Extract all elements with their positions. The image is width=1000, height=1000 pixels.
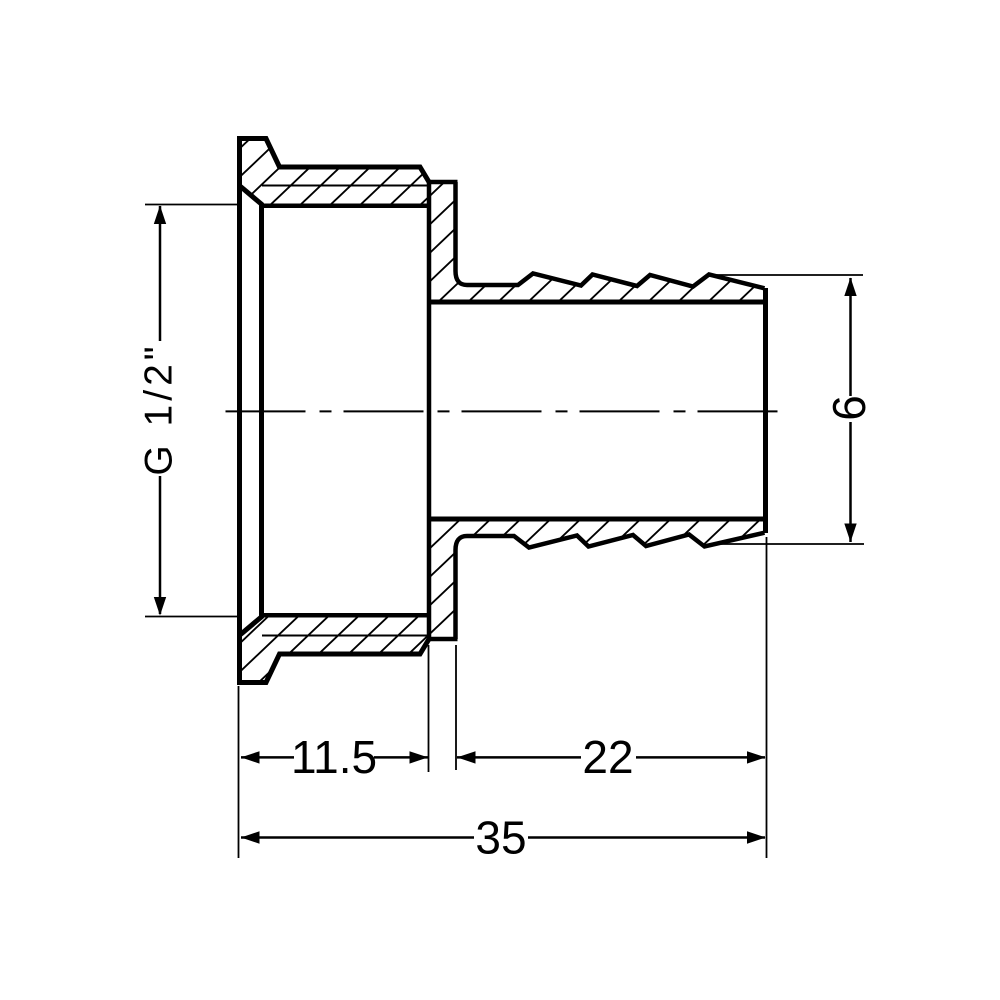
svg-text:35: 35 [475, 812, 526, 864]
svg-text:G 1/2": G 1/2" [138, 342, 181, 475]
svg-text:11.5: 11.5 [291, 731, 377, 783]
svg-text:22: 22 [582, 731, 633, 783]
svg-text:6: 6 [823, 395, 875, 421]
